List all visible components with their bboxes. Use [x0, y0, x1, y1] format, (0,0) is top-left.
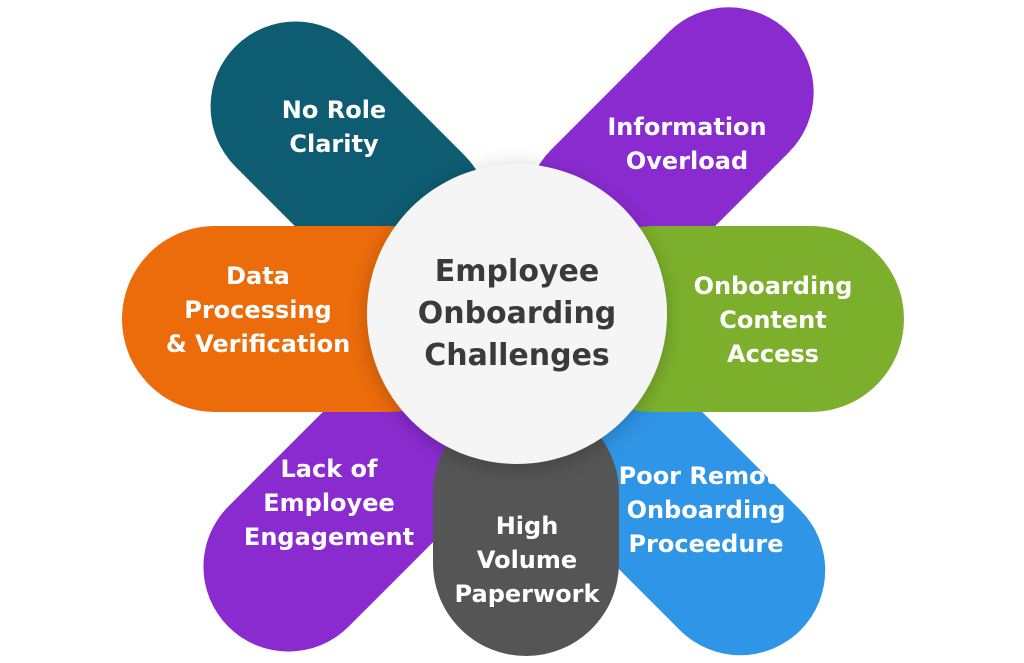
- petal-high-volume-paperwork: [433, 400, 619, 656]
- center-hub: [367, 164, 667, 464]
- label-onboarding-content-access: Onboarding Content Access: [693, 272, 853, 368]
- label-data-processing-verification: Data Processing & Verification: [165, 262, 351, 358]
- label-high-volume-paperwork: High Volume Paperwork: [454, 512, 600, 608]
- label-information-overload: Information Overload: [607, 113, 767, 175]
- petal-lack-of-employee-engagement: [203, 368, 487, 652]
- label-no-role-clarity: No Role Clarity: [281, 96, 387, 158]
- center-title: Employee Onboarding Challenges: [417, 254, 617, 373]
- label-lack-of-employee-engagement: Lack of Employee Engagement: [243, 455, 415, 551]
- label-poor-remote-onboarding: Poor Remote Onboarding Proceedure: [618, 462, 794, 558]
